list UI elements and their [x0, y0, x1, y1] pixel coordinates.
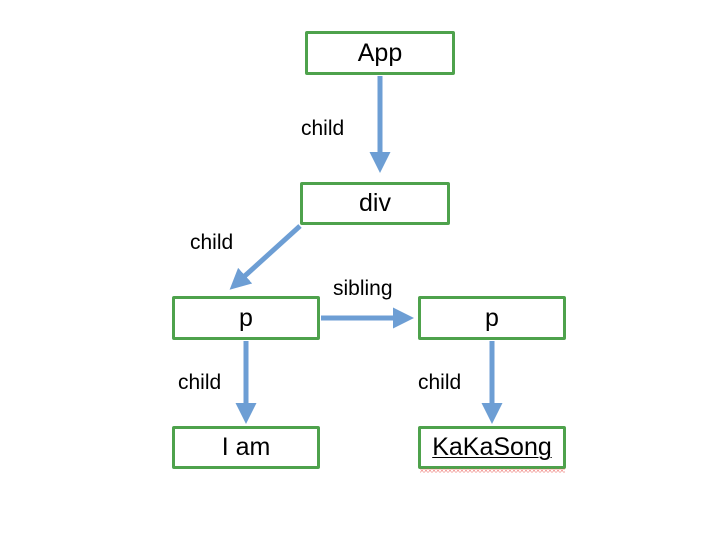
node-p-right[interactable]: p [418, 296, 566, 340]
edge-label-p-left-i-am: child [178, 371, 222, 394]
node-i-am[interactable]: I am [172, 426, 320, 469]
node-label-div: div [359, 189, 391, 217]
node-label-app: App [357, 38, 403, 67]
node-label-i-am: I am [221, 433, 271, 461]
node-label-kakasong: KaKaSong [432, 433, 552, 461]
node-app[interactable]: App [305, 31, 455, 75]
edge-div-p-left [229, 224, 302, 290]
edge-label-div-p-left: child [190, 231, 234, 254]
edge-label-p-left-p-right: sibling [333, 277, 393, 300]
spellcheck-underline [420, 468, 565, 473]
edge-label-p-right-kakasong: child [418, 371, 462, 394]
node-div[interactable]: div [300, 182, 450, 225]
node-label-p-right: p [485, 303, 499, 332]
node-p-left[interactable]: p [172, 296, 320, 340]
edge-label-app-div: child [301, 117, 345, 140]
node-kakasong[interactable]: KaKaSong [418, 426, 566, 473]
node-label-p-left: p [239, 303, 253, 332]
